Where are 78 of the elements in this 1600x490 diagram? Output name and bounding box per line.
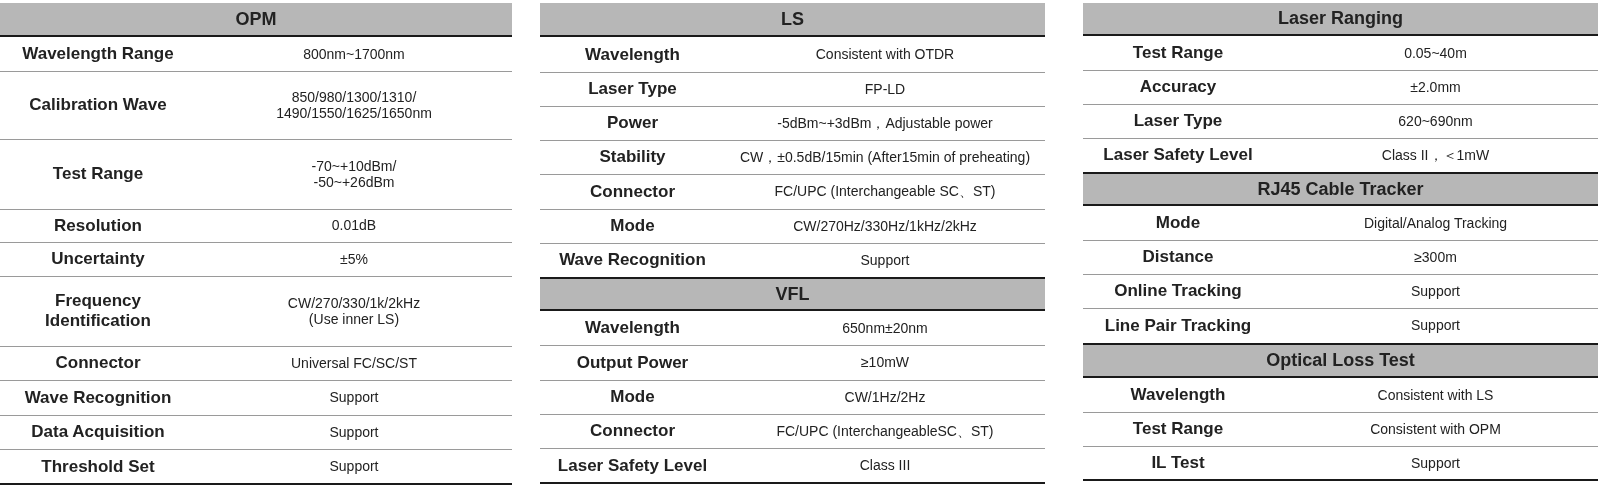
spec-name: Connector <box>590 421 675 441</box>
spec-value: Support <box>329 389 379 406</box>
section-header <box>1083 343 1598 378</box>
spec-value: Support <box>1410 454 1460 472</box>
spec-name: Test Range <box>1132 419 1224 439</box>
spec-value: Universal FC/SC/ST <box>291 354 417 372</box>
section-header <box>540 277 1045 311</box>
spec-value: Class III <box>859 457 911 474</box>
spec-name: Test Range <box>52 164 144 184</box>
spec-value: Support <box>1410 282 1460 300</box>
section-title: LS <box>781 8 804 30</box>
spec-name: Test Range <box>1132 43 1224 63</box>
section-header <box>540 3 1045 37</box>
spec-value: Consistent with LS <box>1377 386 1494 404</box>
spec-name: Wave Recognition <box>559 250 706 270</box>
spec-name: Wavelength <box>585 318 680 338</box>
spec-value: Support <box>860 251 910 269</box>
spec-value: Support <box>1410 317 1460 334</box>
spec-value: ≥300m <box>1414 248 1457 266</box>
section-header <box>0 3 512 37</box>
spec-name: Frequency Identification <box>44 291 152 331</box>
spec-name: Resolution <box>54 215 142 236</box>
section-title: VFL <box>775 283 810 305</box>
section-title: Laser Ranging <box>1278 8 1403 29</box>
spec-name: Connector <box>55 353 141 373</box>
spec-value: ≥10mW <box>860 354 910 371</box>
spec-value: FP-LD <box>864 80 906 98</box>
spec-value: ±2.0mm <box>1410 78 1461 96</box>
spec-name: Online Tracking <box>1114 281 1242 301</box>
spec-name: Power <box>607 113 658 133</box>
spec-value: 800nm~1700nm <box>303 45 405 63</box>
spec-value: FC/UPC (Interchangeable SC、ST) <box>774 183 996 200</box>
spec-value: CW/270Hz/330Hz/1kHz/2kHz <box>793 217 977 235</box>
spec-value: 650nm±20nm <box>842 319 928 337</box>
section-header <box>1083 3 1598 36</box>
spec-value: Consistent with OPM <box>1370 420 1501 438</box>
spec-value: -70~+10dBm/ -50~+26dBm <box>310 157 398 191</box>
spec-value: Consistent with OTDR <box>815 46 955 63</box>
spec-value: 0.01dB <box>331 217 377 234</box>
spec-name: Distance <box>1142 247 1214 267</box>
spec-name: Wavelength Range <box>22 44 174 64</box>
spec-name: Stability <box>599 147 666 167</box>
spec-value: -5dBm~+3dBm，Adjustable power <box>777 114 993 132</box>
spec-name: Mode <box>610 216 655 236</box>
spec-name: Output Power <box>576 352 689 373</box>
spec-name: IL Test <box>1151 453 1205 473</box>
spec-name: Accuracy <box>1139 77 1217 97</box>
spec-value: Support <box>329 423 379 441</box>
spec-value: 850/980/1300/1310/ 1490/1550/1625/1650nm <box>275 88 433 122</box>
spec-name: Wavelength <box>1130 385 1226 405</box>
spec-value: CW/1Hz/2Hz <box>844 388 926 406</box>
spec-name: Line Pair Tracking <box>1104 315 1252 336</box>
spec-value: 620~690nm <box>1398 112 1473 130</box>
spec-value: CW，±0.5dB/15min (After15min of preheating) <box>739 148 1031 166</box>
spec-name: Mode <box>610 387 655 407</box>
section-header <box>1083 172 1598 206</box>
section-title: Optical Loss Test <box>1266 350 1415 371</box>
spec-name: Laser Safety Level <box>1103 145 1253 165</box>
section-title: OPM <box>235 8 277 30</box>
spec-name: Calibration Wave <box>29 95 167 115</box>
spec-value: 0.05~40m <box>1404 44 1467 62</box>
spec-name: Mode <box>1155 213 1201 233</box>
spec-name: Wavelength <box>585 44 680 65</box>
spec-value: CW/270/330/1k/2kHz (Use inner LS) <box>286 294 422 328</box>
spec-value: Support <box>329 458 379 475</box>
section-title: RJ45 Cable Tracker <box>1257 178 1424 200</box>
spec-name: Data Acquisition <box>31 422 165 442</box>
spec-name: Connector <box>590 181 675 202</box>
spec-name: Uncertainty <box>51 249 145 269</box>
spec-name: Laser Type <box>588 79 677 99</box>
spec-value: Digital/Analog Tracking <box>1363 214 1508 232</box>
spec-value: FC/UPC (InterchangeableSC、ST) <box>776 422 994 440</box>
spec-name: Laser Safety Level <box>557 455 708 476</box>
spec-name: Wave Recognition <box>24 387 172 408</box>
spec-name: Laser Type <box>1133 111 1223 131</box>
spec-name: Threshold Set <box>41 456 155 477</box>
spec-value: ±5% <box>340 250 368 268</box>
spec-value: Class II，＜1mW <box>1381 146 1490 164</box>
